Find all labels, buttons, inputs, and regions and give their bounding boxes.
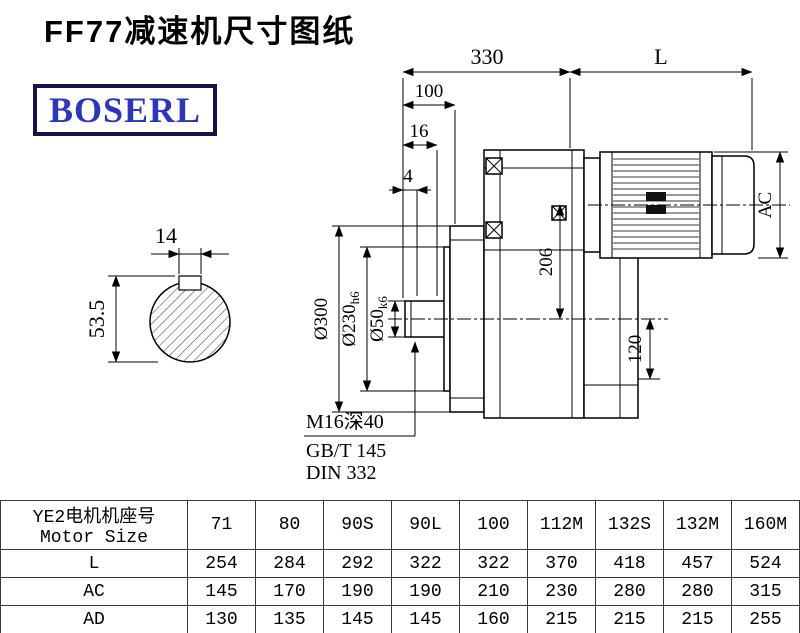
value-cell: 130 (187, 605, 256, 633)
bolt-icon (485, 221, 503, 239)
frame-size-col: 112M (527, 500, 596, 550)
table-row-AC: AC 145 170 190 190 210 230 280 280 315 (0, 577, 800, 606)
value-cell: 370 (527, 549, 596, 578)
dim-L: L (654, 44, 667, 69)
dim-4: 4 (403, 166, 413, 187)
dim-AC: AC (755, 192, 776, 218)
dimensions: 330 L 100 16 4 AC 206 (304, 44, 788, 484)
value-cell: 215 (663, 605, 732, 633)
value-cell: 255 (731, 605, 800, 633)
table-row-AD: AD 130 135 145 145 160 215 215 215 255 (0, 605, 800, 633)
row-label: L (0, 549, 188, 578)
value-cell: 170 (255, 577, 324, 606)
frame-size-col: 71 (187, 500, 256, 550)
dim-53-5: 53.5 (84, 300, 109, 339)
dim-dia230h6: Ø230h6 (339, 291, 362, 347)
table-header-row: YE2电机机座号 Motor Size 71 80 90S 90L 100 11… (0, 500, 800, 550)
value-cell: 322 (391, 549, 460, 578)
brand-logo: BOSERL (33, 84, 218, 136)
value-cell: 215 (595, 605, 664, 633)
value-cell: 254 (187, 549, 256, 578)
value-cell: 292 (323, 549, 392, 578)
row-label: AC (0, 577, 188, 606)
note-din: DIN 332 (306, 462, 377, 484)
value-cell: 135 (255, 605, 324, 633)
dia230-value: Ø230 (339, 304, 360, 346)
dia230-tolerance: h6 (347, 291, 362, 305)
value-cell: 145 (323, 605, 392, 633)
value-cell: 145 (391, 605, 460, 633)
frame-size-col: 100 (459, 500, 528, 550)
motor-size-header-cn: YE2电机机座号 (32, 508, 156, 528)
value-cell: 280 (663, 577, 732, 606)
frame-size-col: 160M (731, 500, 800, 550)
value-cell: 230 (527, 577, 596, 606)
value-cell: 524 (731, 549, 800, 578)
value-cell: 284 (255, 549, 324, 578)
motor-size-header-en: Motor Size (39, 528, 149, 548)
nameplate (646, 192, 666, 201)
dim-14: 14 (155, 223, 177, 248)
value-cell: 145 (187, 577, 256, 606)
value-cell: 190 (323, 577, 392, 606)
dim-16: 16 (410, 121, 429, 142)
value-cell: 457 (663, 549, 732, 578)
bolt-icon (551, 205, 567, 221)
dim-dia300: Ø300 (311, 298, 332, 340)
motor-size-header-cell: YE2电机机座号 Motor Size (0, 500, 188, 550)
value-cell: 190 (391, 577, 460, 606)
note-thread: M16深40 (306, 410, 384, 433)
dim-120: 120 (625, 335, 646, 364)
bolt-icon (485, 157, 503, 175)
table-row-L: L 254 284 292 322 322 370 418 457 524 (0, 549, 800, 578)
dimension-drawing: 330 L 100 16 4 AC 206 (84, 44, 790, 484)
value-cell: 322 (459, 549, 528, 578)
dia50-tolerance: k6 (375, 296, 390, 310)
value-cell: 418 (595, 549, 664, 578)
dim-dia50k6: Ø50k6 (367, 296, 390, 342)
dim-330: 330 (471, 44, 504, 69)
nameplate (646, 205, 666, 214)
note-gbt: GB/T 145 (306, 440, 386, 462)
dim-100: 100 (415, 81, 444, 102)
value-cell: 160 (459, 605, 528, 633)
value-cell: 215 (527, 605, 596, 633)
frame-size-col: 132S (595, 500, 664, 550)
shaft-section-circle (149, 281, 231, 363)
row-label: AD (0, 605, 188, 633)
motor-size-table: YE2电机机座号 Motor Size 71 80 90S 90L 100 11… (0, 500, 800, 633)
frame-size-col: 90L (391, 500, 460, 550)
value-cell: 315 (731, 577, 800, 606)
page-title: FF77减速机尺寸图纸 (44, 14, 356, 49)
frame-size-col: 132M (663, 500, 732, 550)
dim-206: 206 (536, 248, 557, 277)
value-cell: 210 (459, 577, 528, 606)
shaft-section-view: 14 53.5 (84, 223, 231, 363)
dia50-value: Ø50 (367, 309, 388, 342)
value-cell: 280 (595, 577, 664, 606)
frame-size-col: 90S (323, 500, 392, 550)
frame-size-col: 80 (255, 500, 324, 550)
keyway (178, 275, 202, 291)
